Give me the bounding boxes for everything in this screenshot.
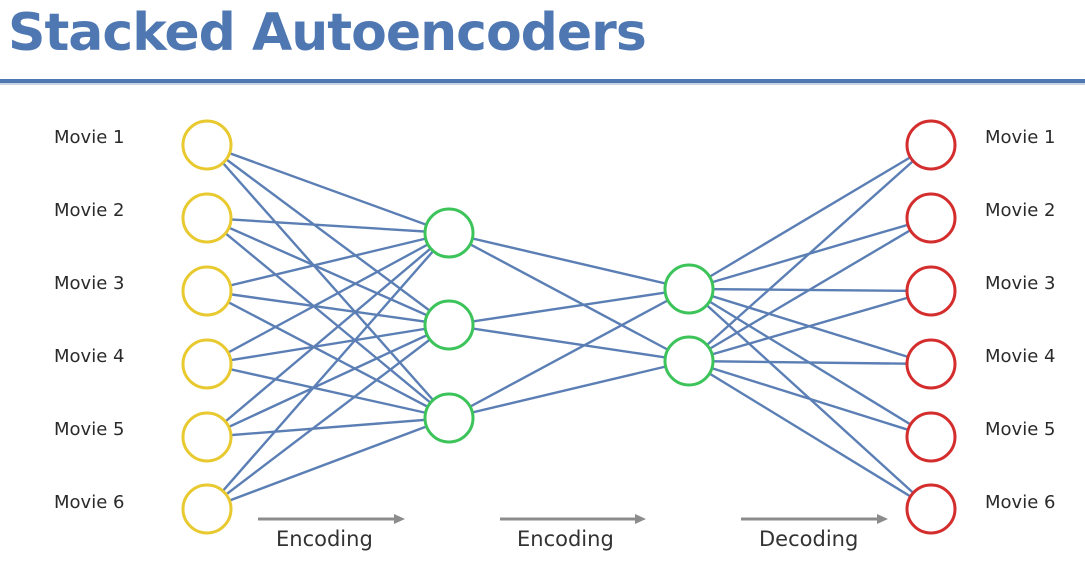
decoding-arrow	[741, 514, 888, 524]
hidden2-node-2	[663, 335, 715, 387]
stage-arrows	[258, 514, 888, 524]
connection-l1-6-2	[206, 324, 450, 510]
connection-l3-2-4	[688, 359, 932, 366]
connection-l1-5-2	[206, 323, 450, 439]
connection-l1-2-1	[206, 216, 450, 235]
connection-l1-6-3	[206, 416, 450, 511]
output-node-4	[905, 338, 957, 390]
input-node-6	[181, 483, 233, 535]
connection-l1-2-2	[206, 216, 450, 327]
connection-l3-1-1	[688, 143, 932, 291]
connection-l2-3-2	[448, 359, 690, 420]
connection-l1-1-1	[206, 143, 450, 235]
connection-l2-2-2	[448, 323, 690, 363]
output-label-5: Movie 5	[985, 419, 1056, 440]
connection-l3-2-1	[688, 144, 932, 362]
connection-l1-4-3	[206, 362, 450, 420]
connection-l1-3-2	[206, 289, 450, 327]
connection-l2-3-1	[448, 287, 690, 420]
output-label-3: Movie 3	[985, 273, 1056, 294]
stage-label-encoding-2: Encoding	[517, 527, 614, 551]
encoding-arrow-2	[500, 514, 646, 524]
stage-label-decoding: Decoding	[759, 527, 859, 551]
encoding-arrow-1	[258, 514, 405, 524]
connection-l3-2-6	[688, 359, 932, 511]
stage-label-encoding-1: Encoding	[276, 527, 373, 551]
connection-l3-2-3	[688, 289, 932, 363]
connection-l3-2-2	[688, 216, 932, 363]
input-node-3	[181, 265, 233, 317]
input-label-1: Movie 1	[54, 127, 125, 148]
title-divider	[0, 79, 1085, 83]
connection-l1-5-1	[206, 232, 450, 438]
input-node-2	[181, 192, 233, 244]
connection-l1-3-3	[206, 289, 450, 420]
output-label-1: Movie 1	[985, 127, 1056, 148]
connection-l2-2-1	[448, 287, 690, 327]
title-divider-shadow	[0, 83, 1085, 85]
connection-l1-1-3	[206, 144, 450, 419]
input-label-6: Movie 6	[54, 492, 125, 513]
connection-l3-2-5	[688, 359, 932, 439]
nodes-group	[181, 119, 957, 535]
connection-l1-6-1	[206, 232, 450, 510]
connection-l1-3-1	[206, 231, 450, 293]
connection-l1-4-1	[206, 231, 450, 366]
input-label-5: Movie 5	[54, 419, 125, 440]
output-node-5	[905, 411, 957, 463]
connection-l2-1-2	[448, 231, 690, 363]
hidden1-node-1	[423, 207, 475, 259]
output-label-4: Movie 4	[985, 346, 1056, 367]
output-node-3	[905, 265, 957, 317]
output-node-6	[905, 483, 957, 535]
input-label-3: Movie 3	[54, 273, 125, 294]
connection-l1-1-2	[206, 144, 450, 326]
output-label-2: Movie 2	[985, 200, 1056, 221]
connection-l1-4-2	[206, 323, 450, 366]
hidden2-node-1	[663, 263, 715, 315]
hidden1-node-2	[423, 299, 475, 351]
input-node-5	[181, 411, 233, 463]
input-node-4	[181, 338, 233, 390]
input-label-2: Movie 2	[54, 200, 125, 221]
output-node-1	[905, 119, 957, 171]
connection-l2-1-1	[448, 231, 690, 291]
connection-l1-5-3	[206, 416, 450, 439]
input-node-1	[181, 119, 233, 171]
hidden1-node-3	[423, 392, 475, 444]
connections-group	[206, 143, 932, 511]
input-label-4: Movie 4	[54, 346, 125, 367]
output-label-6: Movie 6	[985, 492, 1056, 513]
page-title: Stacked Autoencoders	[8, 3, 647, 63]
connection-l1-2-3	[206, 217, 450, 419]
output-node-2	[905, 192, 957, 244]
